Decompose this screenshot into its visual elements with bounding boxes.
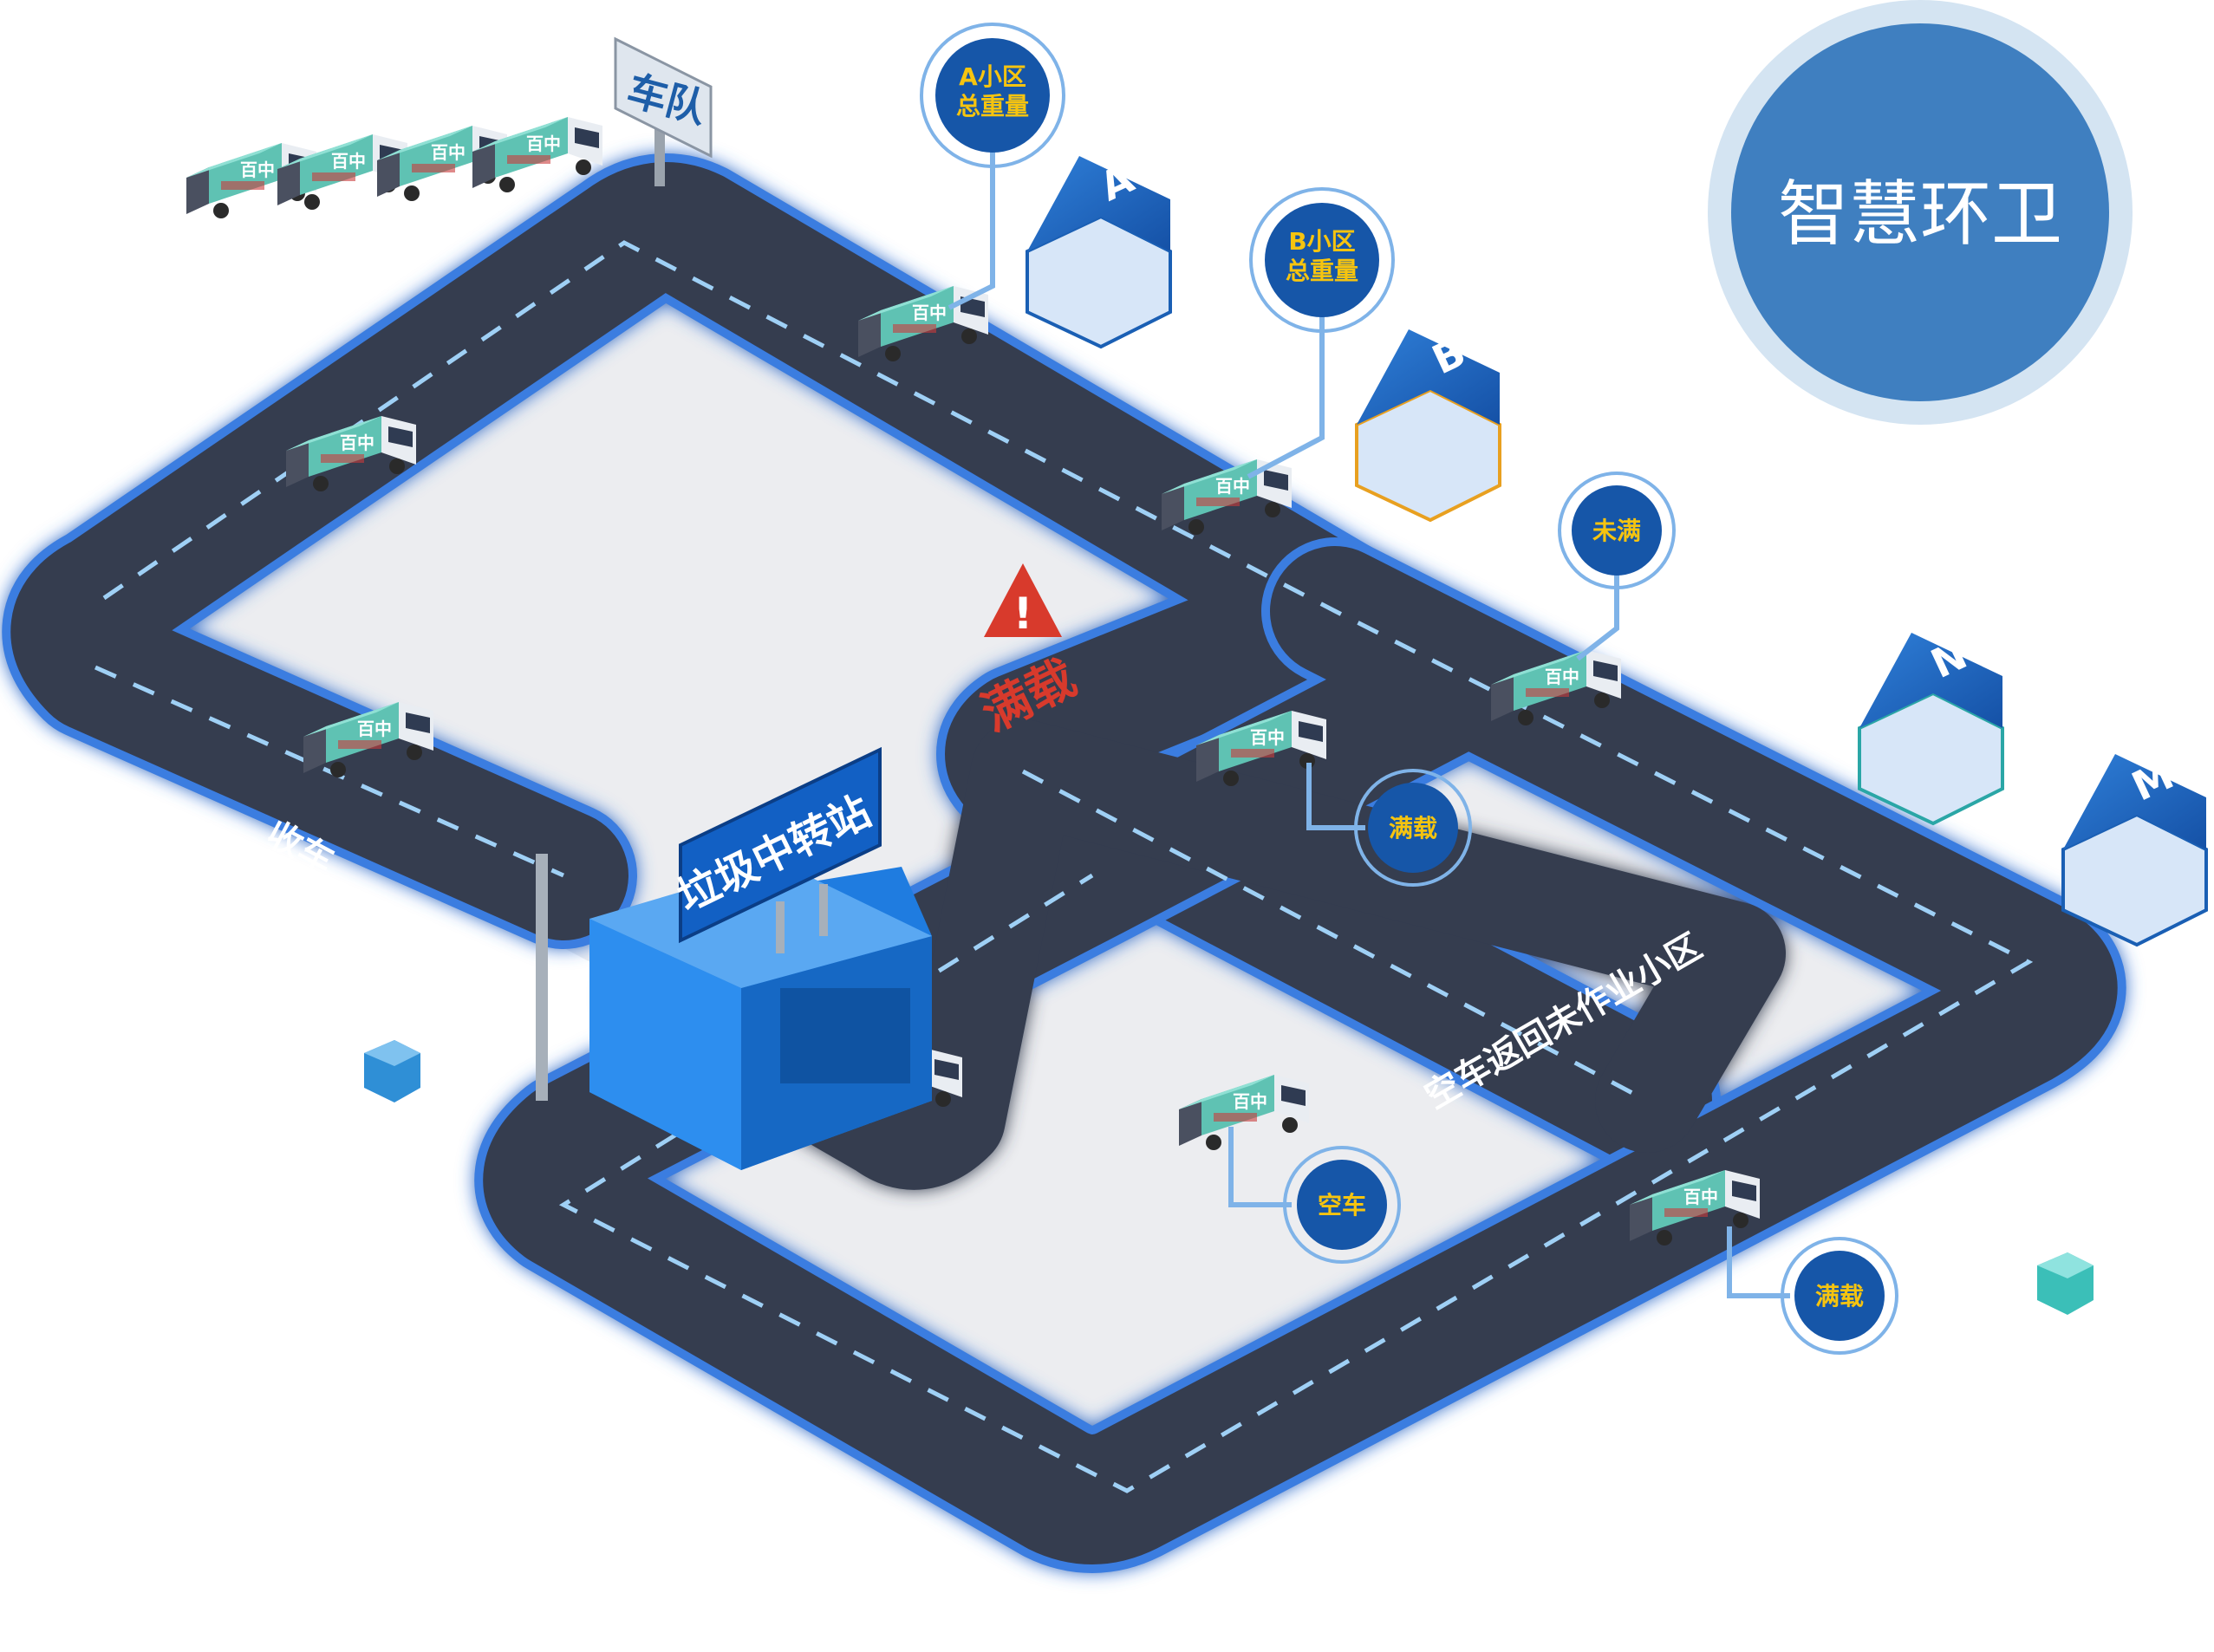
badge-b-district: B小区 总重量 [1247,187,1395,479]
house-m: M [2061,751,2208,947]
cube-icon [364,1040,420,1102]
badge-empty: 空车 [1228,1127,1401,1264]
road-network [2,153,2126,1573]
house-b: B [1355,328,1501,523]
badge-empty-text: 空车 [1318,1191,1366,1219]
badge-not-full: 未满 [1558,472,1676,661]
svg-text:!: ! [1013,589,1033,639]
street-lamp-icon [536,854,548,1101]
house-n: N [1858,631,2004,826]
badge-a-district-line2: 总重量 [956,92,1029,120]
transfer-station: 垃圾中转站 [536,746,932,1170]
badge-not-full-text: 未满 [1592,517,1641,545]
title-badge: 智慧环卫 [1708,0,2133,425]
warning-icon [984,563,1062,637]
badge-full-2: 满载 [1727,1226,1898,1355]
parked-fleet [186,117,602,218]
page-title: 智慧环卫 [1778,173,2062,256]
fleet-sign-text: 车队 [622,67,713,133]
badge-full-2-text: 满载 [1815,1282,1864,1311]
house-a: A [1026,154,1172,349]
badge-full-1-text: 满载 [1389,814,1437,842]
badge-a-district-line1: A小区 [959,62,1026,91]
badge-a-district: A小区 总重量 [920,23,1065,310]
cube-icon [2037,1252,2094,1315]
badge-b-district-line2: 总重量 [1286,257,1358,285]
badge-full-1: 满载 [1306,763,1472,887]
inner-return-road [607,719,1786,1190]
station-sign-board [679,746,882,944]
badge-b-district-line1: B小区 [1288,227,1355,256]
